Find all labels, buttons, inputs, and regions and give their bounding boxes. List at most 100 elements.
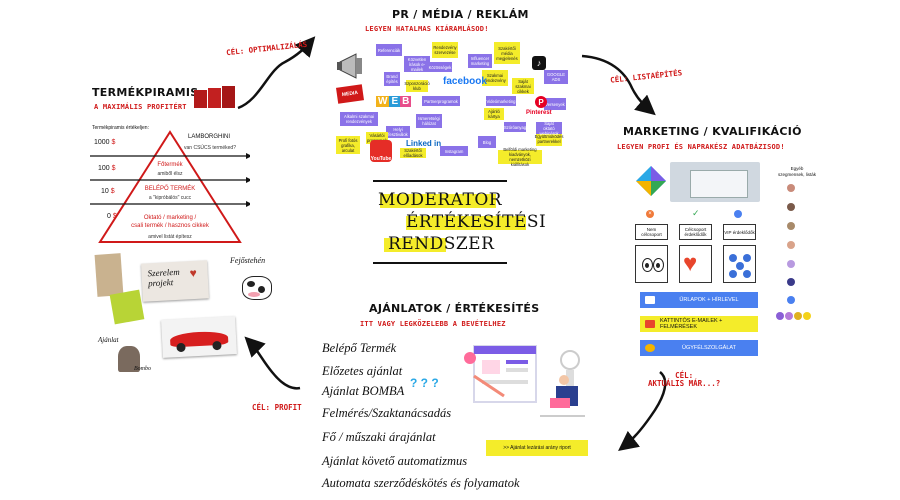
offer-item-5: Fő / műszaki árajánlat [322, 430, 436, 444]
tier-1-desc: van CSÚCS terméked? [184, 145, 236, 151]
product-boxes-image [194, 86, 236, 108]
puzzle-image [109, 289, 145, 325]
tier-2-currency: $ [111, 165, 116, 172]
segment-avatar [787, 184, 795, 192]
bar-forms-newsletter[interactable]: ŰRLAPOK + HÍRLEVEL [640, 292, 758, 308]
sticky-note: Profi fotós grafika, arculat [336, 136, 360, 154]
pr-title: PR / MÉDIA / REKLÁM [392, 8, 529, 21]
person-image [118, 346, 140, 372]
crm-logo-icon [636, 166, 666, 196]
marketing-title: MARKETING / KVALIFIKÁCIÓ [623, 125, 802, 138]
form-icon [645, 296, 655, 304]
email-icon [645, 320, 655, 328]
flowers-box [723, 245, 756, 283]
tier-2-desc: amiből élsz [157, 171, 183, 177]
sticky-note: Referenciák [376, 44, 402, 56]
segment-avatar [787, 278, 795, 286]
sticky-note: Videómarketing [486, 96, 516, 106]
sticky-note: Szponzoráció klub [404, 80, 430, 92]
pyramid-subtitle: A MAXIMÁLIS PROFITÉRT [94, 103, 187, 111]
tier-4-amount: 0 [107, 213, 111, 220]
megaphone-icon [337, 53, 362, 79]
laptop-photo [670, 162, 760, 202]
facebook-logo: facebook [443, 76, 487, 87]
tier-3-amount: 10 [101, 188, 109, 195]
segment-avatar [787, 241, 795, 249]
offer-item-7: Automata szerződéskötés és folyamatok [322, 476, 520, 490]
tier-3-currency: $ [110, 188, 115, 195]
color-dot [776, 312, 784, 320]
report-button[interactable]: >> Ajánlat lezárási arány riport [486, 440, 588, 456]
card-target-prospects: Célcsoport érdeklődők [679, 224, 712, 240]
heart-box: ♥ [679, 245, 712, 283]
pyramid-title: TERMÉKPIRAMIS [92, 86, 199, 99]
arrow-current [618, 371, 667, 452]
color-dot [803, 312, 811, 320]
question-marks-icon: ? ? ? [410, 376, 439, 390]
pyramid-diagram [90, 130, 250, 243]
sticky-note: Saját oktató webinárok [536, 121, 562, 136]
offer-item-4: Felmérés/Szaktanácsadás [322, 406, 452, 420]
sticky-note: Brand építés [384, 72, 400, 86]
offer-image-label: Ajánlat [98, 336, 119, 344]
sales-illustration [464, 345, 585, 417]
color-dot [794, 312, 802, 320]
bar-click-emails[interactable]: KATTINTÓS E-MAILEK + FELMÉRÉSEK [640, 316, 758, 332]
heart-face-icon: ♥ [683, 250, 698, 277]
offer-item-1: Belépő Termék [322, 341, 397, 355]
tier-1-name: LAMBORGHINI [187, 134, 230, 140]
bar-service-label: ÜGYFÉLSZOLGÁLAT [682, 345, 736, 351]
tier-2-name: Főtermék [157, 162, 183, 168]
segments-label: Egyéb szegmensek, listák [778, 166, 817, 177]
sticky-note: Helyi fesztiválok [386, 126, 410, 138]
tier-2-price: 100 $ [98, 165, 116, 172]
center-highlight-2 [406, 216, 526, 230]
segment-avatar [787, 296, 795, 304]
sticky-note: Közvetlen írások e-mailek [404, 56, 430, 72]
pinterest-logo: Pinterest [526, 110, 552, 116]
center-title-line1: MODERATOR [378, 190, 503, 210]
x-icon: × [646, 210, 654, 218]
tiktok-icon: ♪ [532, 56, 546, 70]
pinterest-icon: P [535, 96, 547, 108]
goal-profit: CÉL: PROFIT [252, 403, 302, 412]
support-icon [645, 344, 655, 352]
card-non-target: Nem célcsoport [635, 224, 668, 240]
arrow-profit [244, 336, 301, 390]
sticky-note: Partnerprogramok [422, 96, 460, 106]
offer-item-2: Előzetes ajánlat [322, 364, 403, 378]
tier-4-price: 0 $ [107, 213, 117, 220]
bar-emails-label: KATTINTÓS E-MAILEK + FELMÉRÉSEK [660, 318, 723, 330]
cow-label: Fejőstehén [230, 256, 266, 265]
sticky-note: Versenyek [544, 98, 566, 110]
tier-4-currency: $ [112, 213, 117, 220]
sticky-note: Szakmai rendezvény [482, 70, 508, 86]
project-label: Szerelem projekt [147, 266, 180, 289]
sticky-note: Együttműködés partnerekkel [534, 132, 564, 146]
segment-avatar [787, 222, 795, 230]
tier-1-currency: $ [111, 139, 116, 146]
tier-3-name: BELÉPŐ TERMÉK [144, 186, 196, 192]
tier-3-price: 10 $ [101, 188, 115, 195]
offers-subtitle: ITT VAGY LEGKÖZELEBB A BEVÉTELHEZ [360, 320, 506, 328]
center-bottom-rule [373, 262, 507, 264]
tier-1-price: 1000 $ [94, 139, 115, 146]
sticky-note: Ajánló kártya [484, 108, 504, 120]
center-top-rule [373, 180, 507, 182]
sticky-note: Influencer marketing [468, 54, 492, 68]
arrow-optimize [237, 36, 316, 110]
lamborghini-image [161, 316, 237, 358]
sticky-note: Rendezvény szervezése [432, 42, 458, 58]
check-icon: ✓ [692, 208, 700, 218]
sticky-note: Szakértői előadások [400, 148, 426, 158]
tier-4-desc: amivel listát építesz [148, 234, 192, 240]
sticky-note: Alkalmi szakmai rendezvények [340, 112, 378, 126]
vip-icon [734, 210, 742, 218]
sticky-note: Közösségek [428, 62, 452, 72]
bar-customer-service[interactable]: ÜGYFÉLSZOLGÁLAT [640, 340, 758, 356]
youtube-logo: YouTube [370, 140, 392, 162]
center-title-line3: RENDSZER [388, 234, 495, 254]
